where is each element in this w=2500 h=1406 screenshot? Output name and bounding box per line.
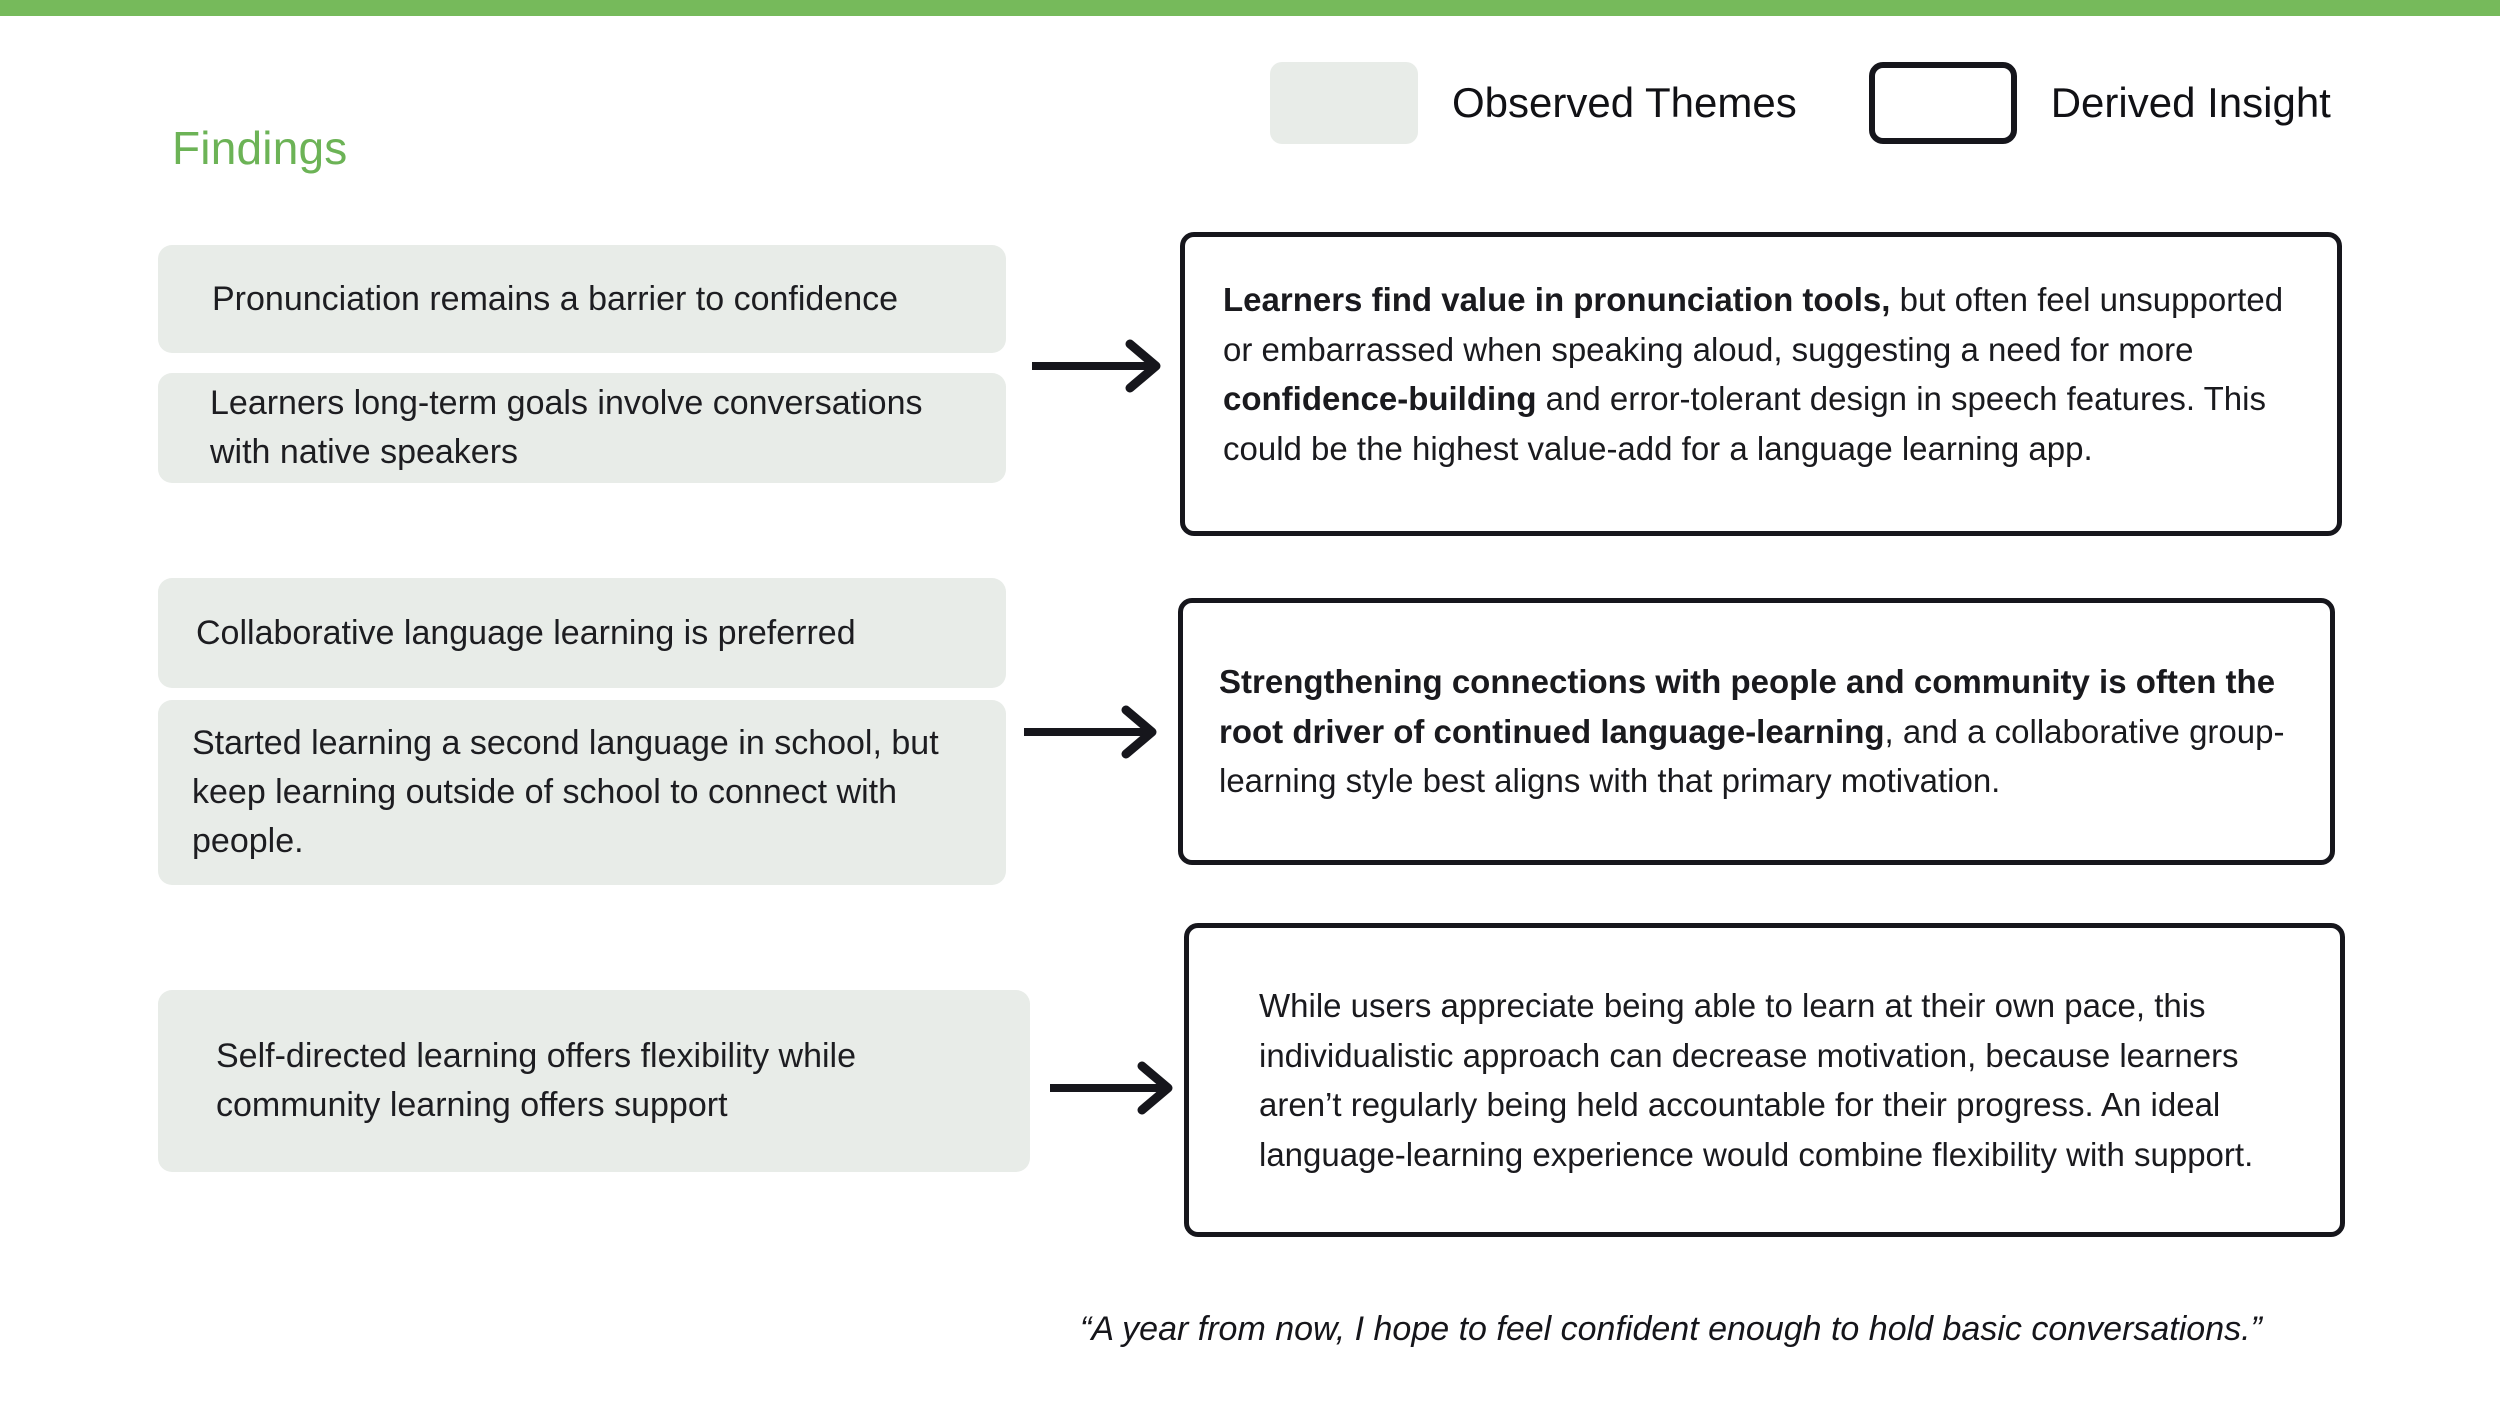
theme-card: Collaborative language learning is prefe… [158, 578, 1006, 688]
insight-bold-lead: Strengthening connections with people an… [1219, 663, 2276, 750]
legend-entry-derived-insight: Derived Insight [1868, 62, 2331, 144]
insight-card: Strengthening connections with people an… [1178, 598, 2335, 865]
insight-body-1: While users appreciate being able to lea… [1259, 987, 2254, 1173]
legend-label-derived-insight: Derived Insight [2050, 79, 2331, 126]
insight-bold-lead: Learners find value in pronunciation too… [1223, 281, 1891, 318]
theme-card-text: Pronunciation remains a barrier to confi… [212, 279, 899, 318]
insight-body-2: and error-tolerant design in speech feat… [1223, 380, 2266, 467]
participant-quote: “A year from now, I hope to feel confide… [1080, 1310, 2262, 1348]
insight-body-1: but often feel unsupported or embarrasse… [1223, 281, 2284, 368]
top-accent-bar [0, 0, 2500, 16]
insight-bold-mid: confidence-building [1223, 380, 1537, 417]
theme-card: Pronunciation remains a barrier to confi… [158, 245, 1006, 353]
theme-card-text: Started learning a second language in sc… [192, 724, 939, 860]
theme-card-text: Self-directed learning offers flexibilit… [216, 1037, 857, 1124]
insight-card: While users appreciate being able to lea… [1184, 923, 2345, 1237]
theme-card-text: Collaborative language learning is prefe… [196, 613, 856, 652]
page-title: Findings [172, 122, 348, 174]
theme-card: Self-directed learning offers flexibilit… [158, 990, 1030, 1172]
insight-card-text: Learners find value in pronunciation too… [1185, 275, 2337, 473]
observed-theme-swatch-icon [1270, 62, 1418, 144]
theme-card: Started learning a second language in sc… [158, 700, 1006, 885]
legend-label-observed-themes: Observed Themes [1452, 79, 1797, 126]
legend-entry-observed-themes: Observed Themes [1270, 62, 1797, 144]
derived-insight-swatch-icon [1868, 62, 2017, 144]
arrow-right-icon [1048, 1060, 1178, 1116]
insight-card-text: While users appreciate being able to lea… [1189, 981, 2340, 1179]
arrow-right-icon [1022, 704, 1162, 760]
legend: Observed Themes Derived Insight [1270, 58, 2331, 148]
insight-card-text: Strengthening connections with people an… [1183, 657, 2330, 806]
theme-card-text: Learners long-term goals involve convers… [210, 384, 923, 471]
arrow-right-icon [1030, 338, 1166, 394]
insight-body-1: , and a collaborative group-learning sty… [1219, 712, 2285, 800]
theme-card: Learners long-term goals involve convers… [158, 373, 1006, 483]
insight-card: Learners find value in pronunciation too… [1180, 232, 2342, 536]
